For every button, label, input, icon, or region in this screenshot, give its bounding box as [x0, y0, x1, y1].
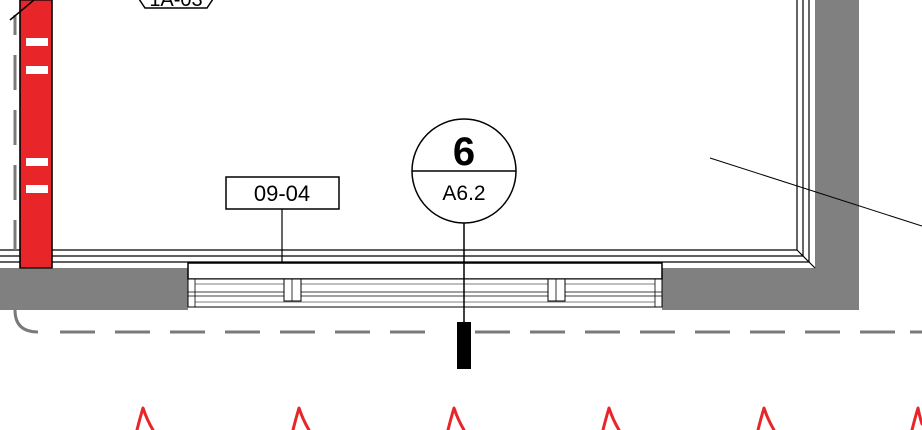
- bottom-dashed-grid-line: [13, 309, 922, 334]
- bottom-wall-left: [0, 268, 188, 310]
- section-number: 6: [453, 130, 475, 174]
- window-assembly: [187, 262, 663, 308]
- red-lambda-tick-icon: [601, 406, 621, 430]
- window-tag-label: 09-04: [254, 181, 310, 206]
- right-wall: [815, 0, 859, 310]
- top-tag-label: 1A-03: [149, 0, 202, 11]
- bottom-wall-right: [662, 268, 859, 310]
- interior-finish-lines: [0, 0, 816, 269]
- red-lambda-tick-icon: [446, 406, 466, 430]
- red-lambda-tick-icon: [135, 406, 155, 430]
- top-tag: 1A-03: [138, 0, 214, 11]
- top-left-leader-line: [9, 0, 36, 21]
- section-sheet-reference: A6.2: [442, 182, 485, 205]
- bottom-marker-row: [135, 406, 922, 430]
- insulation-strip: [19, 0, 53, 269]
- window-tag: 09-04: [225, 176, 340, 263]
- red-lambda-tick-icon: [291, 406, 311, 430]
- red-lambda-tick-icon: [756, 406, 776, 430]
- right-leader-line: [709, 157, 922, 227]
- section-cut-bar: [457, 322, 471, 369]
- red-lambda-tick-icon: [910, 406, 922, 430]
- section-marker: 6 A6.2: [411, 118, 517, 369]
